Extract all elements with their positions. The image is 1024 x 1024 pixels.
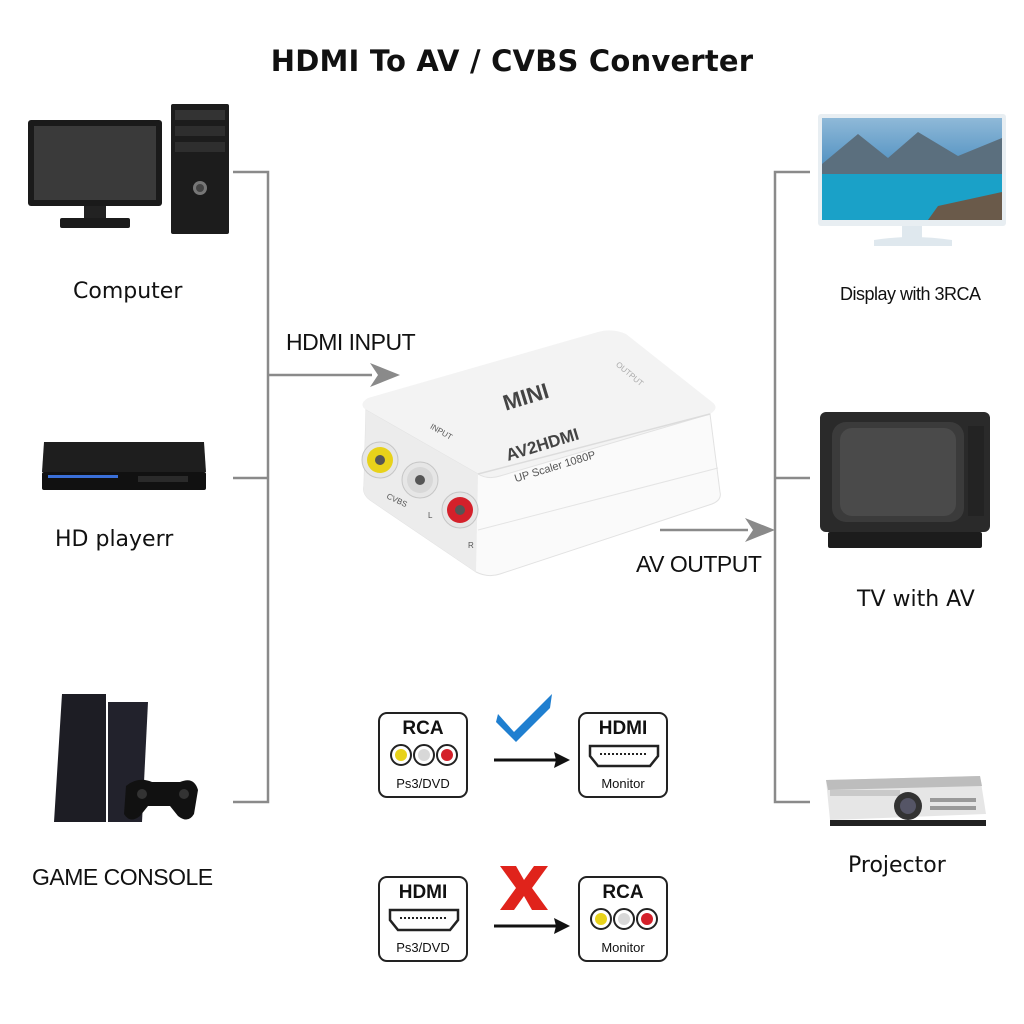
check-icon xyxy=(496,694,552,742)
output-label-projector: Projector xyxy=(848,853,946,878)
source-label-game-console: GAME CONSOLE xyxy=(32,864,213,890)
game-console-icon xyxy=(54,694,198,822)
hd-player-icon xyxy=(42,442,206,490)
x-icon xyxy=(500,866,548,910)
compat-ok-source-foot: Ps3/DVD xyxy=(396,776,450,791)
compat-ok-target-card: HDMI Monitor xyxy=(578,712,668,798)
converter-device: MINI AV2HDMI UP Scaler 1080P INPUT OUTPU… xyxy=(361,330,721,577)
projector-icon xyxy=(826,776,986,826)
compat-ok-target-foot: Monitor xyxy=(601,776,645,791)
compat-bad-target-head: RCA xyxy=(602,882,644,903)
computer-icon xyxy=(28,104,229,234)
display-icon xyxy=(818,114,1006,246)
compat-bad-target-card: RCA Monitor xyxy=(578,876,668,962)
source-label-computer: Computer xyxy=(73,279,183,304)
hdmi-port-icon xyxy=(588,744,660,768)
compat-bad-source-foot: Ps3/DVD xyxy=(396,940,450,955)
compat-ok-source-head: RCA xyxy=(402,718,444,739)
compat-ok-target-head: HDMI xyxy=(598,718,648,739)
output-label-tv: TV with AV xyxy=(857,587,975,612)
rca-white-jack xyxy=(401,461,439,499)
output-label-display: Display with 3RCA xyxy=(840,284,981,304)
hdmi-port-icon xyxy=(388,908,460,932)
source-label-hd-player: HD playerr xyxy=(55,527,174,552)
rca-connectors-icon xyxy=(390,744,458,766)
device-l-tag: L xyxy=(428,511,433,520)
device-r-tag: R xyxy=(468,541,474,550)
input-arrow-icon xyxy=(370,363,400,387)
compat-ok-arrow xyxy=(494,694,570,768)
page-title: HDMI To AV / CVBS Converter xyxy=(270,44,754,78)
rca-red-jack xyxy=(441,491,479,529)
compat-bad-arrow xyxy=(494,866,570,934)
compat-bad-target-foot: Monitor xyxy=(601,940,645,955)
hdmi-input-label: HDMI INPUT xyxy=(286,329,416,355)
compat-ok-source-card: RCA Ps3/DVD xyxy=(378,712,468,798)
rca-connectors-icon xyxy=(590,908,658,930)
compat-bad-source-card: HDMI Ps3/DVD xyxy=(378,876,468,962)
output-arrow-icon xyxy=(745,518,775,542)
compat-bad-source-head: HDMI xyxy=(398,882,448,903)
rca-yellow-jack xyxy=(361,441,399,479)
tv-icon xyxy=(820,412,990,548)
av-output-label: AV OUTPUT xyxy=(636,551,762,577)
